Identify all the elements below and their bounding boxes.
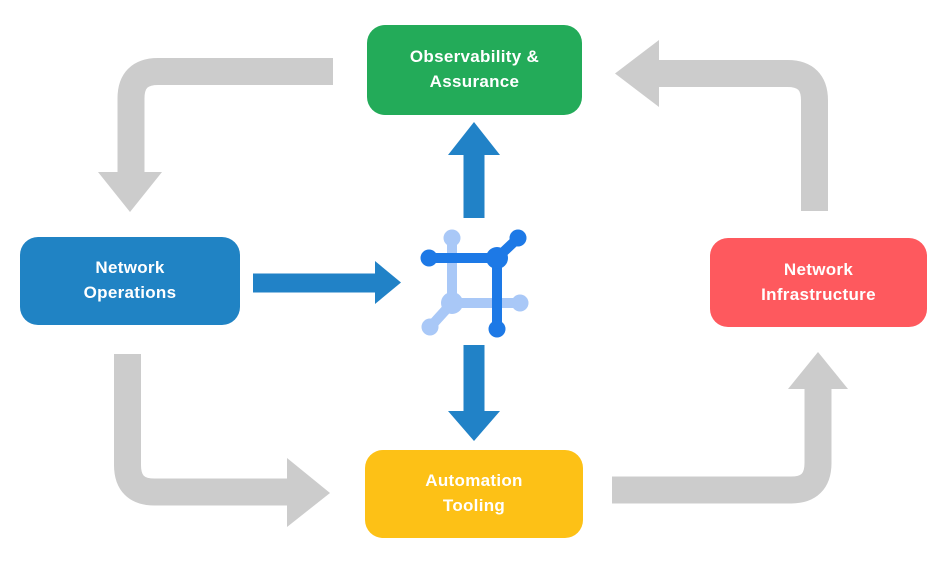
- network-mesh-icon: [420, 229, 529, 338]
- arrow-observability-to-operations: [117, 58, 333, 173]
- node-label-line2: Infrastructure: [761, 284, 876, 304]
- node-label-line1: Observability &: [409, 47, 540, 67]
- node-label-line1: Network: [95, 258, 165, 278]
- node-label-line2: Operations: [83, 283, 177, 302]
- node-observability-assurance: Observability & Assurance: [367, 25, 582, 115]
- node-label: Network Infrastructure: [761, 258, 876, 307]
- arrowhead-left-to-observability: [615, 40, 659, 107]
- node-label: Network Operations: [84, 256, 177, 305]
- arrowhead-up-to-infrastructure: [788, 352, 848, 389]
- node-label-line1: Automation: [425, 471, 523, 491]
- gray-arrow-shafts: [114, 58, 832, 506]
- node-label-line1: Network: [783, 259, 854, 279]
- arrowhead-up-to-observability: [448, 122, 500, 155]
- node-label-line2: Tooling: [442, 496, 506, 515]
- node-automation-tooling: Automation Tooling: [365, 450, 583, 538]
- arrowhead-down-to-automation: [448, 411, 500, 441]
- arrow-operations-to-automation: [114, 354, 288, 506]
- node-label: Automation Tooling: [425, 469, 522, 518]
- blue-arrow-shafts: [253, 154, 485, 413]
- arrowhead-right-to-center: [375, 261, 401, 304]
- node-network-operations: Network Operations: [20, 237, 240, 325]
- gray-arrowheads: [98, 40, 848, 527]
- arrowhead-right-to-automation: [287, 458, 330, 527]
- blue-arrowheads: [375, 122, 500, 441]
- node-label: Observability & Assurance: [410, 45, 539, 94]
- arrow-automation-to-infrastructure: [612, 388, 832, 504]
- node-label-line2: Assurance: [429, 72, 520, 91]
- node-network-infrastructure: Network Infrastructure: [710, 238, 927, 327]
- arrow-infrastructure-to-observability: [658, 60, 828, 211]
- network-mesh-icon-light-part: [421, 229, 529, 336]
- arrowhead-down-to-operations: [98, 172, 162, 212]
- network-mesh-icon-dark-part: [420, 229, 527, 338]
